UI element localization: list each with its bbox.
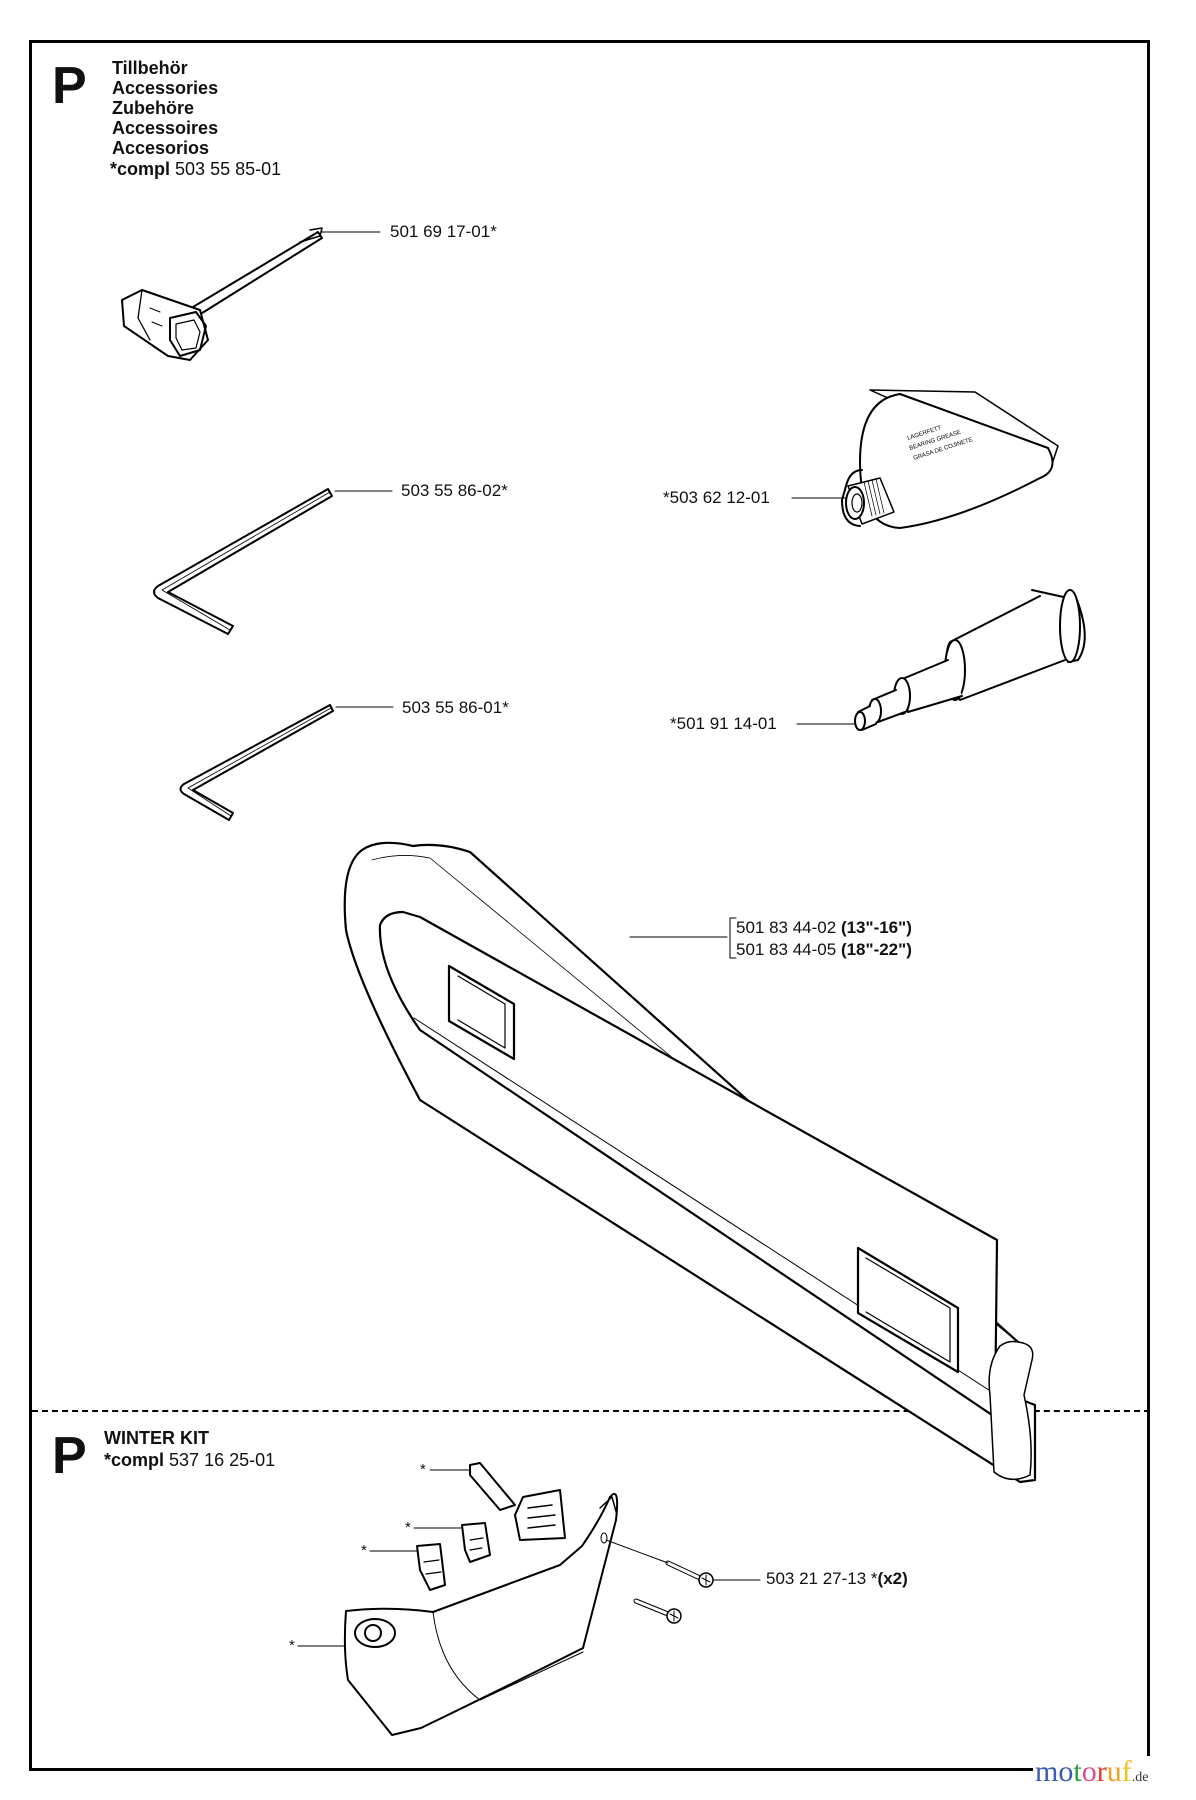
winter-kit-leaders [297,1469,761,1647]
wm-letter: m [1035,1755,1059,1788]
section-marker-accessories: P [52,57,87,115]
part-label-screw: 503 21 27-13 *(x2) [766,1569,908,1589]
title-german: Zubehöre [112,98,195,118]
watermark-logo: motoruf.de [1033,1755,1151,1794]
section-marker-winter-kit: P [52,1427,87,1485]
part-qty: (x2) [877,1569,908,1588]
wm-letter: o [1081,1755,1097,1788]
compl-number: 537 16 25-01 [169,1450,276,1470]
wm-letter: f [1121,1755,1132,1788]
part-number: 503 21 27-13 * [766,1569,878,1588]
winter-clip-drawing [416,1522,491,1591]
part-size: (13"-16") [840,918,912,937]
title-french: Accessoires [112,118,219,138]
part-label-grease-tube: *503 62 12-01 [663,488,770,507]
part-label-bar-cover-a: 501 83 44-02 (13"-16") [736,918,912,938]
winter-cover-plate-drawing [343,1492,619,1736]
winter-kit-title: WINTER KIT [104,1428,209,1448]
leader-bar-cover [629,917,737,959]
wm-letter: r [1096,1755,1107,1788]
title-swedish: Tillbehör [112,58,188,78]
winter-screws-drawing [633,1560,714,1624]
part-label-bar-cover-b: 501 83 44-05 (18"-22") [736,940,912,960]
allen-key-large-drawing [153,488,333,635]
accessories-title-block: Tillbehör Accessories Zubehöre Accessoir… [112,58,218,158]
winter-slider-drawing [469,1462,566,1541]
accessories-compl: *compl 503 55 85-01 [110,159,281,179]
wm-suffix: .de [1131,1770,1149,1785]
marker-clip-upper: * [405,1519,411,1536]
wm-letter: t [1073,1755,1082,1788]
part-label-allen-key-small: 503 55 86-01* [402,698,509,717]
grease-gun-drawing [854,589,1086,731]
part-number: 501 83 44-05 [736,940,837,959]
winter-kit-compl: *compl 537 16 25-01 [104,1450,275,1470]
grease-tube-drawing [841,389,1059,529]
compl-number: 503 55 85-01 [175,159,282,179]
marker-slider: * [420,1461,426,1478]
marker-cover-plate: * [289,1637,295,1654]
section-divider [32,1410,1150,1412]
compl-prefix: *compl [110,159,171,179]
title-english: Accessories [112,78,219,98]
wm-letter: o [1058,1755,1074,1788]
bar-cover-drawing [343,841,1037,1484]
part-size: (18"-22") [840,940,912,959]
wm-letter: u [1106,1755,1122,1788]
marker-clip-lower: * [361,1542,367,1559]
combi-wrench-drawing [121,227,323,361]
compl-prefix: *compl [104,1450,165,1470]
part-label-allen-key-large: 503 55 86-02* [401,481,508,500]
diagram-frame [29,40,1150,1771]
part-label-combi-wrench: 501 69 17-01* [390,222,497,241]
allen-key-small-drawing [179,704,334,821]
part-label-grease-gun: *501 91 14-01 [670,714,777,733]
title-spanish: Accesorios [112,138,210,158]
part-number: 501 83 44-02 [736,918,837,937]
